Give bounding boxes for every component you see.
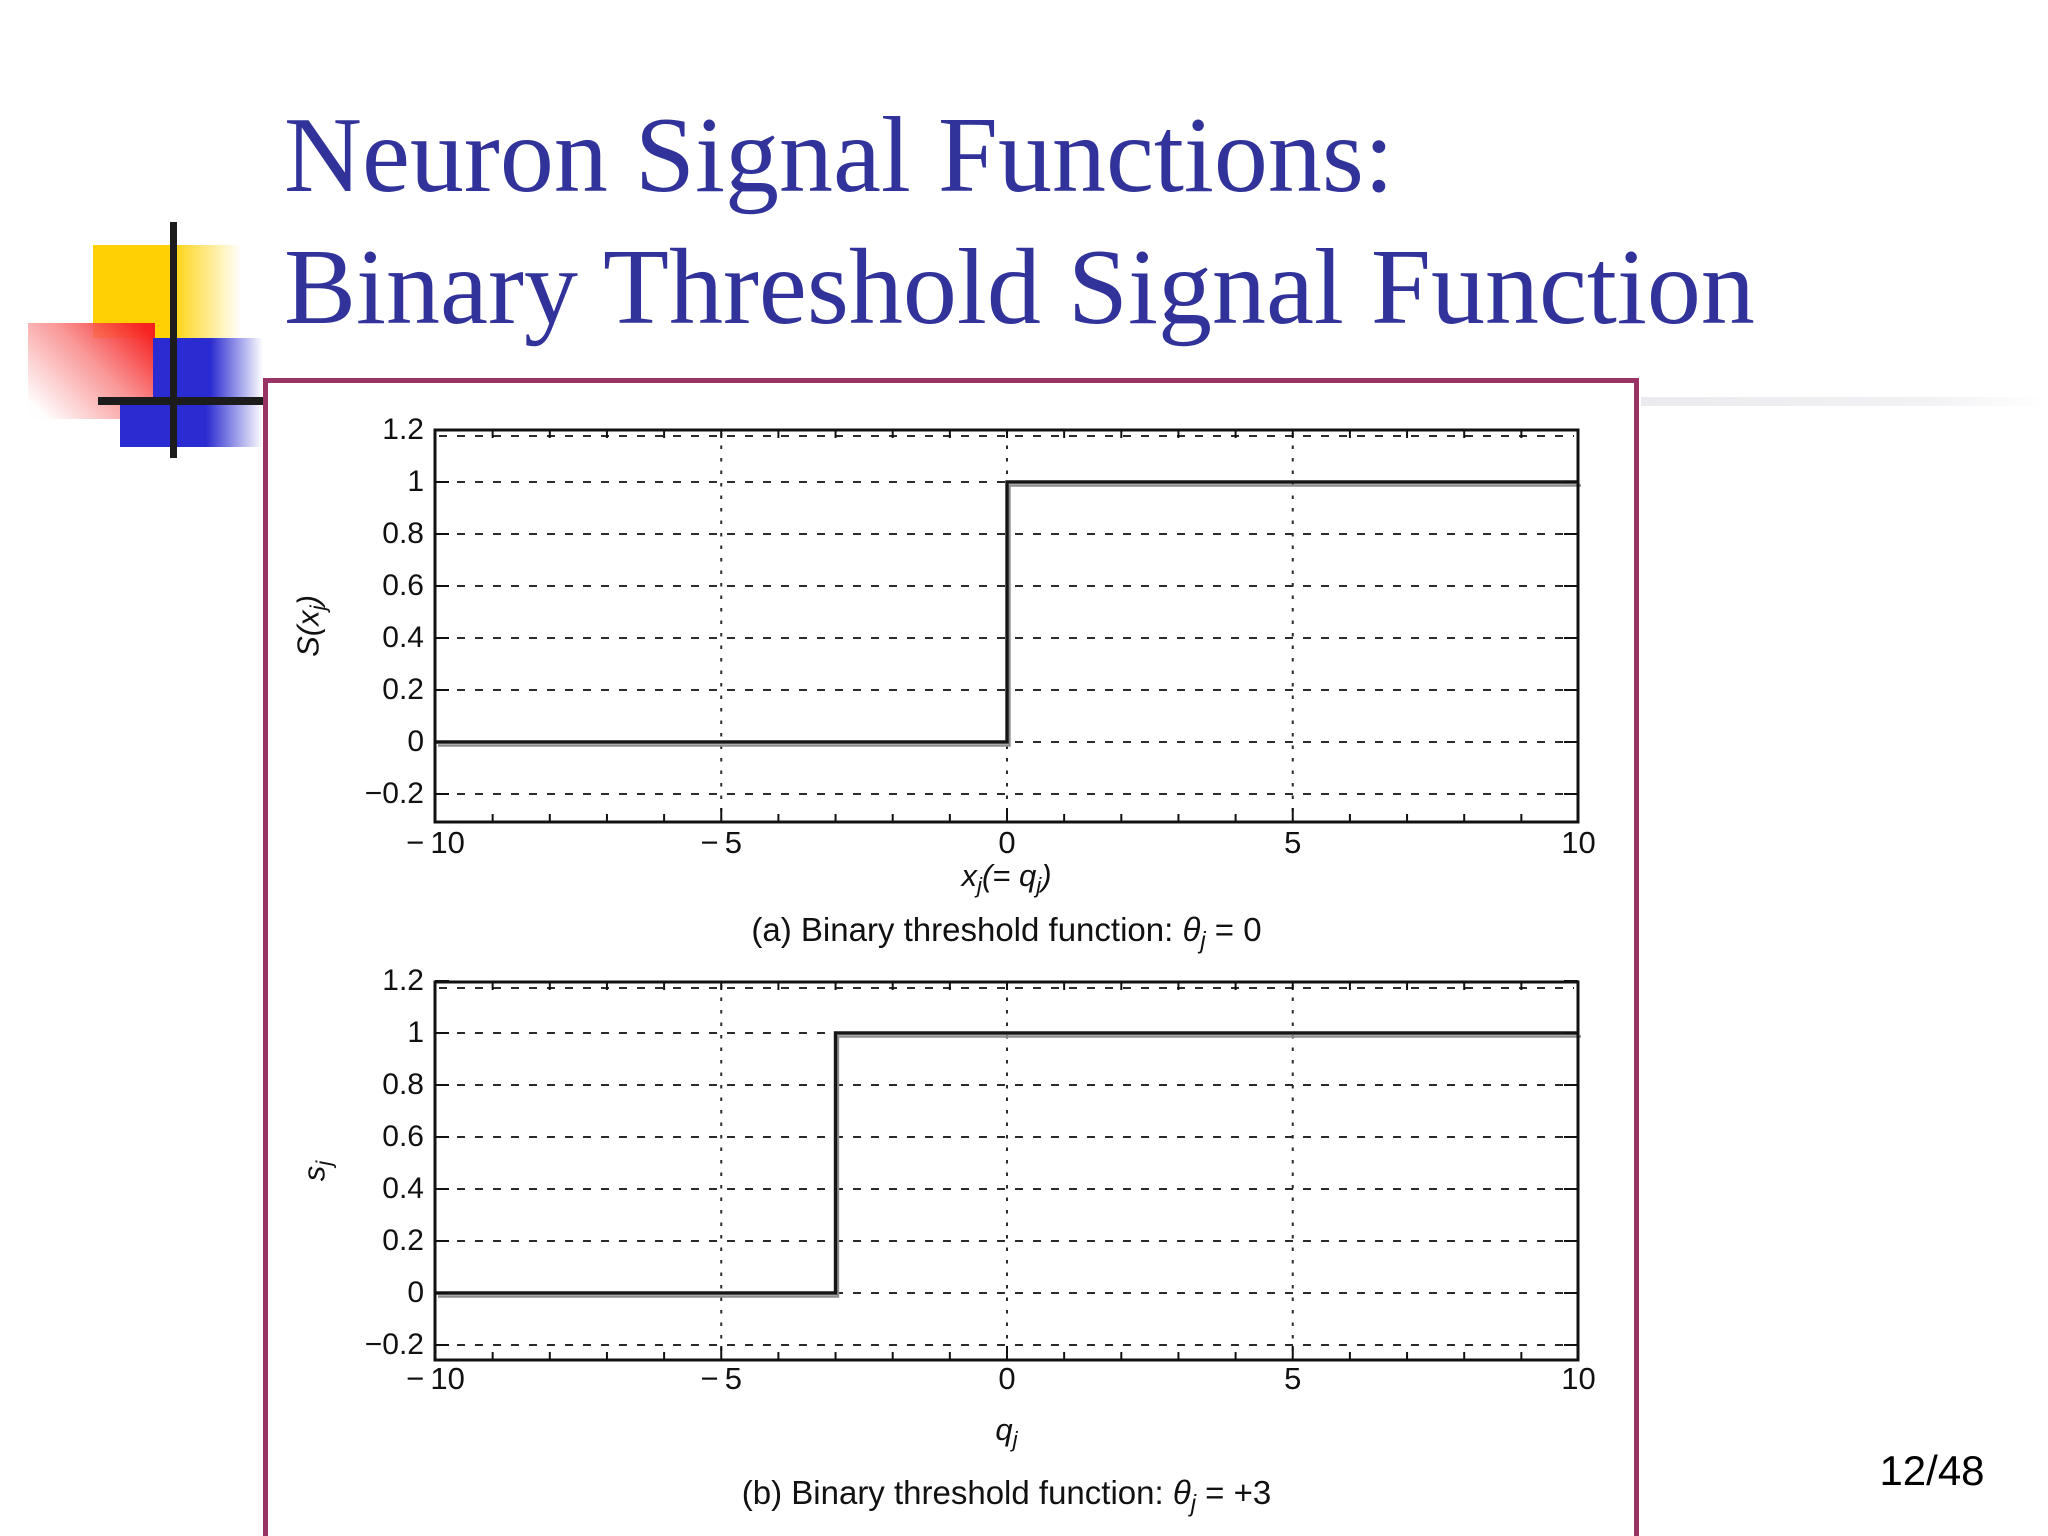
plot-b-xlabel: qj [995,1412,1018,1453]
slide-title-line-2: Binary Threshold Signal Function [284,228,1755,347]
plot-a-xlabel: xj(= qj) [961,858,1052,899]
decoration-blue-square-lower [120,400,263,447]
slide-title-line-1: Neuron Signal Functions: [284,96,1394,215]
plot-b-ylabel: sj [296,1160,337,1182]
plot-a-caption: (a) Binary threshold function: θj = 0 [751,911,1262,955]
page-number: 12/48 [1879,1447,1985,1494]
divider-line [1641,397,2048,406]
decoration-horizontal-line [98,397,263,405]
plot-b-caption: (b) Binary threshold function: θj = +3 [741,1474,1272,1518]
plot-a-ylabel: S(xj) [290,595,331,657]
decoration-vertical-line [170,222,177,458]
content-box [263,378,1639,1536]
decoration-yellow-square [93,245,241,338]
